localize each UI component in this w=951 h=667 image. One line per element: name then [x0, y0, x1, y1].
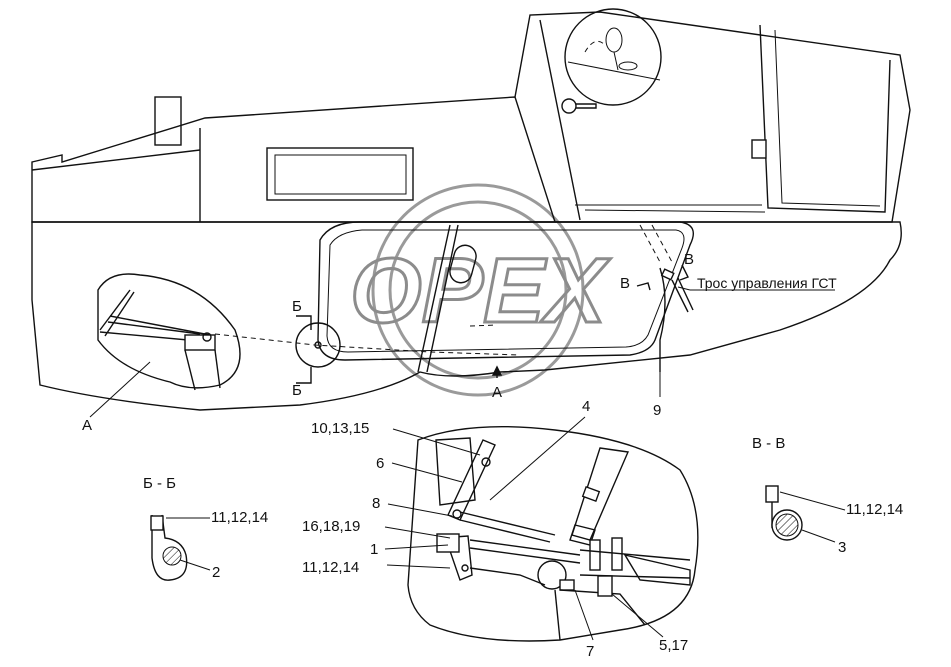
- callout-1: 1: [370, 541, 378, 558]
- tractor-body: [31, 8, 911, 411]
- watermark-logo: OPEX: [349, 183, 612, 397]
- callout-4: 4: [582, 398, 590, 415]
- callout-8: 8: [372, 495, 380, 512]
- callout-detail-11-12-14: 11,12,14: [302, 559, 359, 576]
- callout-10-13-15: 10,13,15: [311, 420, 369, 437]
- callout-3: 3: [838, 539, 846, 556]
- callout-2: 2: [212, 564, 220, 581]
- callout-9: 9: [653, 402, 661, 419]
- section-bb-title: Б - Б: [143, 475, 176, 492]
- section-b-b: Б - Б 11,12,14 2: [143, 475, 268, 581]
- view-b-label-bottom: Б: [292, 382, 302, 399]
- view-v-label-left: В: [620, 275, 630, 292]
- view-b-label-top: Б: [292, 298, 302, 315]
- section-vv-title: В - В: [752, 435, 785, 452]
- callout-16-18-19: 16,18,19: [302, 518, 360, 535]
- view-v-label-right: В: [684, 251, 694, 268]
- view-a-label-left: А: [82, 417, 92, 434]
- callout-6: 6: [376, 455, 384, 472]
- view-markers: А А Б Б В В: [82, 251, 694, 434]
- callouts-main: Трос управления ГСТ 9: [653, 275, 837, 419]
- callout-5-17: 5,17: [659, 637, 688, 654]
- detail-linkage: [407, 425, 699, 642]
- watermark-text: OPEX: [350, 240, 610, 342]
- section-v-v: В - В 11,12,14 3: [752, 435, 903, 556]
- detail-view-a-outline: [97, 273, 241, 391]
- callout-vv-11-12-14: 11,12,14: [846, 501, 903, 518]
- callout-7: 7: [586, 643, 594, 660]
- callouts-detail: 10,13,15 4 6 8 16,18,19 1 11,12,14 7 5,1…: [302, 398, 688, 660]
- callout-bb-11-12-14: 11,12,14: [211, 509, 268, 526]
- view-a-label-body: А: [492, 384, 502, 401]
- callout-cable-gst: Трос управления ГСТ: [697, 275, 837, 291]
